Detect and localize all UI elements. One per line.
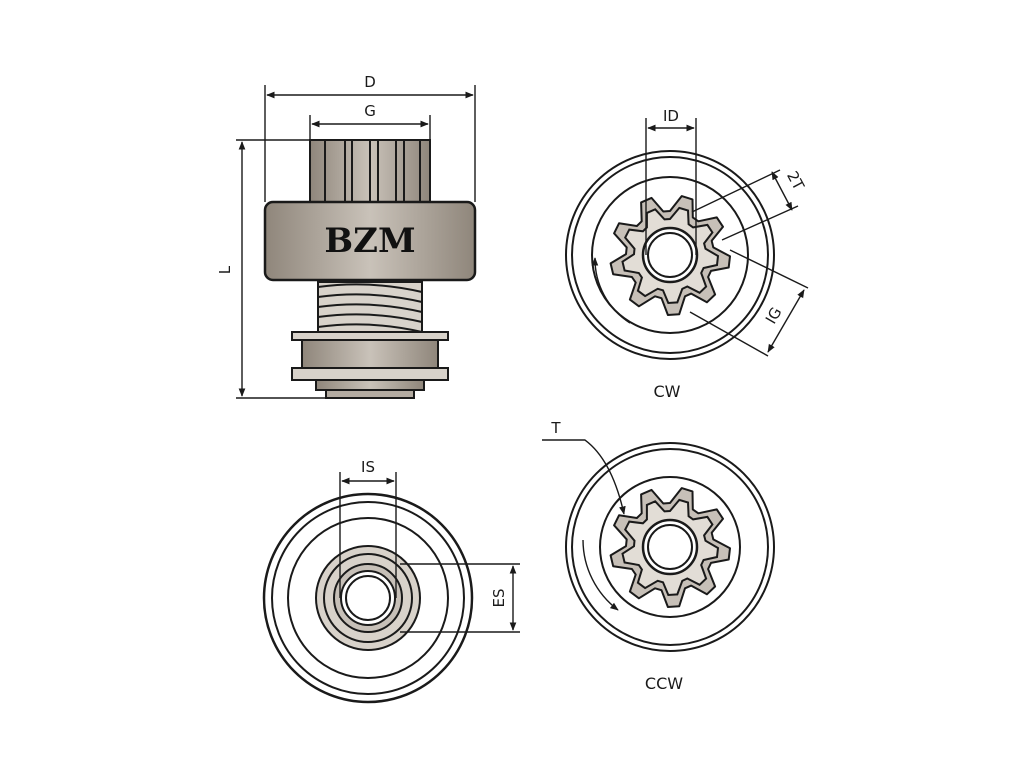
is-view — [262, 492, 474, 704]
brand-logo-text: BZM — [324, 221, 415, 261]
dimension-id-label: ID — [663, 107, 679, 125]
cw-view-label: CW — [654, 382, 681, 401]
cw-rotation-arrow — [591, 257, 631, 324]
dimension-is-label: IS — [361, 458, 375, 476]
dimension-is — [339, 472, 397, 598]
dimension-id — [645, 118, 697, 255]
dimension-es — [400, 563, 520, 633]
dimension-l — [236, 139, 326, 399]
ccw-view-label: CCW — [645, 674, 683, 693]
ccw-view — [565, 442, 775, 652]
dimension-ig-label: IG — [762, 304, 786, 327]
dimension-d-label: D — [364, 73, 376, 91]
dimension-t — [542, 439, 626, 515]
pinion-gear — [309, 139, 431, 203]
side-view — [263, 139, 477, 399]
dimension-g — [309, 115, 431, 140]
dimension-g-label: G — [364, 102, 376, 120]
ccw-rotation-arrow — [582, 539, 619, 611]
clutch-housing — [263, 200, 477, 282]
dimension-es-label: ES — [490, 589, 508, 608]
cw-view — [565, 150, 775, 360]
dimension-ig — [689, 249, 809, 357]
collar — [291, 331, 449, 399]
dimension-t-label: T — [550, 419, 561, 437]
dimension-2t-label: 2T — [783, 168, 808, 194]
dimension-2t — [691, 169, 799, 241]
spring — [317, 281, 423, 333]
dimension-l-label: L — [216, 265, 234, 274]
dimension-d — [264, 85, 476, 202]
